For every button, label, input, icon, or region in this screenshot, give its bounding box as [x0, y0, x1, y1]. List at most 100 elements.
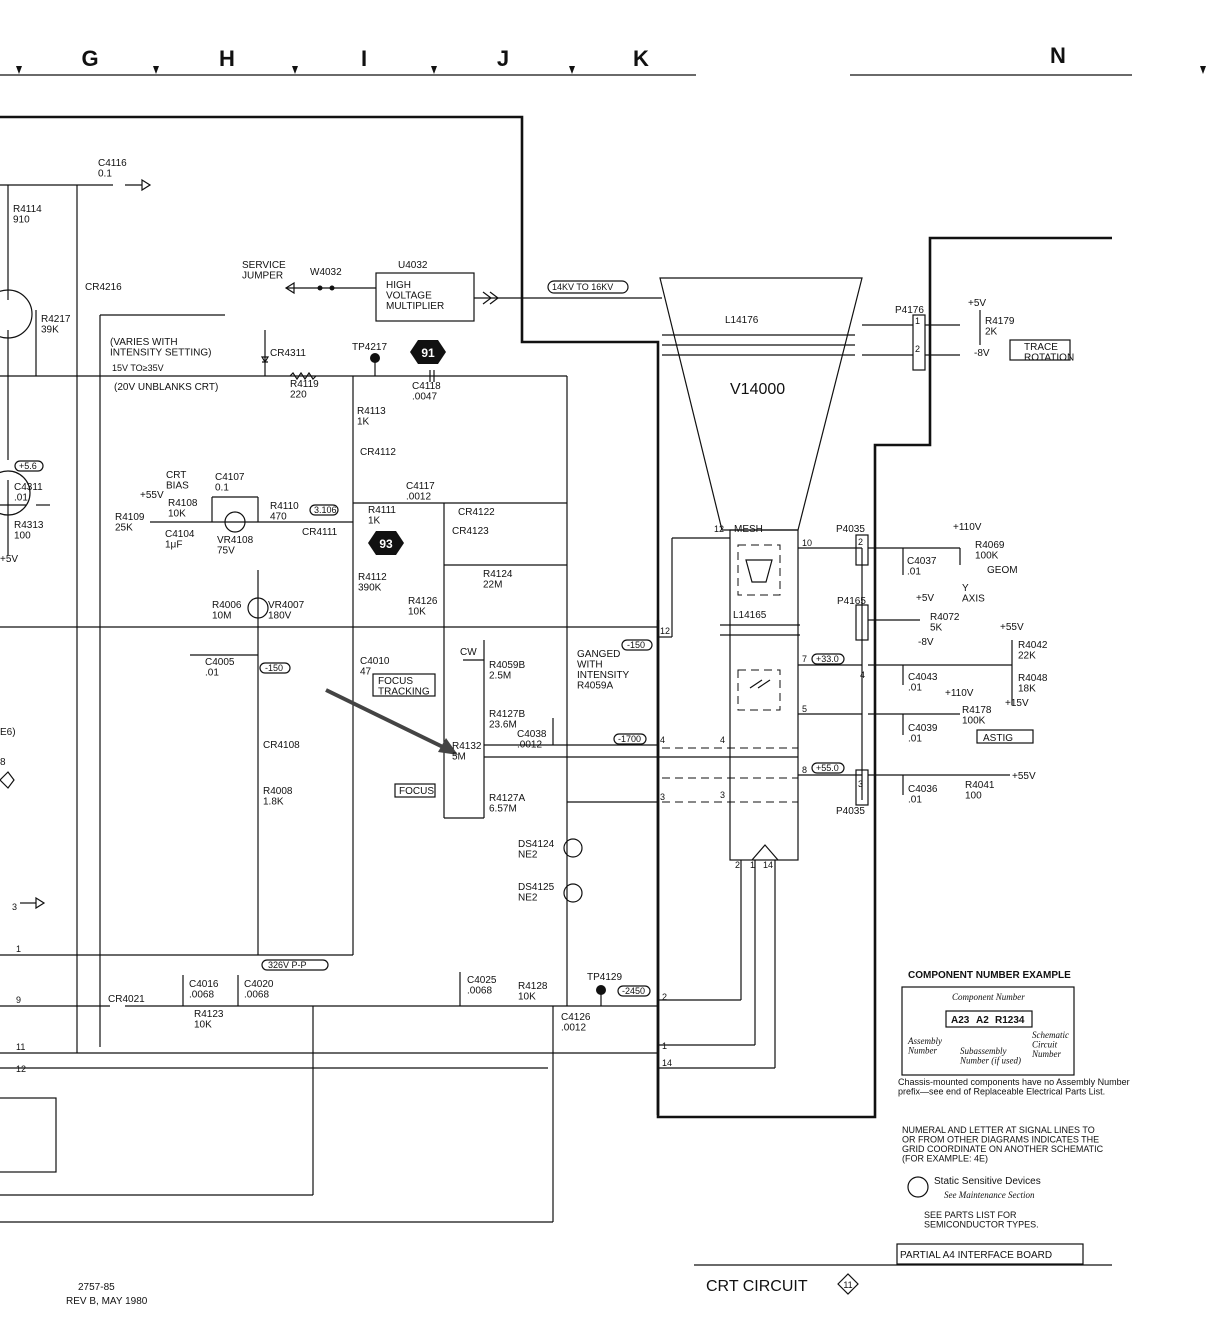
voltage-tag-7: +55.0	[816, 763, 839, 773]
voltage-tag-1: +5.6	[19, 461, 37, 471]
p4176-label: P4176	[895, 305, 924, 316]
plus55v-bias-label: +55V	[140, 490, 164, 501]
l14176-label: L14176	[725, 315, 759, 326]
cr4111-label: CR4111	[302, 527, 338, 538]
voltage-tag-8: -2450	[622, 986, 645, 996]
u4032-label: U4032	[398, 260, 428, 271]
voltage-tags: +5.6 3.106 -150 -150 -1700 +33.0 +55.0 -…	[14, 460, 845, 997]
c4020-label: C4020.0068	[244, 979, 274, 1001]
voltage-tag-9: 326V P-P	[268, 960, 307, 970]
conn-top-pin-1: 1	[915, 316, 920, 326]
board-label: PARTIAL A4 INTERFACE BOARD	[900, 1250, 1052, 1261]
plus110v-a-label: +110V	[953, 522, 982, 533]
pin-4-crt: 4	[720, 735, 725, 745]
cr4123-label: CR4123	[452, 526, 489, 537]
c4036-label: C4036.01	[908, 784, 938, 806]
minus8v-axis-label: -8V	[918, 637, 934, 648]
cr4108-label: CR4108	[263, 740, 300, 751]
legend-part-assembly: A23	[951, 1015, 970, 1026]
grid-letter-n: N	[1050, 43, 1066, 68]
w4032-label: W4032	[310, 267, 342, 278]
diagram-number: 11	[843, 1280, 852, 1290]
static-sensitive-icon	[907, 1176, 929, 1198]
c4126-label: C4126.0012	[561, 1012, 591, 1034]
cr4122-label: CR4122	[458, 507, 495, 518]
grid-letter-h: H	[219, 46, 235, 71]
focus-pointer-arrow	[325, 688, 458, 755]
intensity-chain	[150, 330, 798, 1006]
grid-tick-icon	[569, 66, 575, 74]
legend-chassis-note: Chassis-mounted components have no Assem…	[898, 1077, 1130, 1096]
tp4217-label: TP4217	[352, 342, 387, 353]
pin-10: 10	[802, 538, 812, 548]
cr4216-label: CR4216	[85, 282, 122, 293]
legend-subtitle: Component Number	[952, 992, 1025, 1002]
grid-tick-icon	[153, 66, 159, 74]
voltage-tag-4: -150	[627, 640, 645, 650]
pin-12-bus: 12	[660, 626, 670, 636]
p4035-top-label: P4035	[836, 524, 865, 535]
focus-label: FOCUS	[399, 786, 434, 797]
conn-top-pin-2: 2	[915, 344, 920, 354]
c4043-label: C4043.01	[908, 672, 938, 694]
p4165-label: P4165	[837, 596, 866, 607]
pin-1-crt: 1	[750, 860, 755, 870]
pin-2-bus: 2	[662, 992, 667, 1002]
grid-letter-k: K	[633, 46, 649, 71]
plus15v-label: +15V	[1005, 698, 1029, 709]
c4016-label: C4016.0068	[189, 979, 219, 1001]
left-partial-tag: 8	[0, 757, 6, 768]
pin-12-mesh: 12	[714, 524, 724, 534]
tp4129-label: TP4129	[587, 972, 622, 983]
plus5v-axis-label: +5V	[916, 593, 934, 604]
pin-14-crt: 14	[763, 860, 773, 870]
pin-4-bus: 4	[660, 735, 665, 745]
plus5v-rot-label: +5V	[968, 298, 986, 309]
conn-pin-3: 3	[858, 779, 863, 789]
voltage-tag-5: -1700	[618, 734, 641, 744]
left-pin-9: 9	[16, 995, 21, 1005]
pin-14-bus: 14	[662, 1058, 672, 1068]
c4117-label: C4117.0012	[406, 481, 435, 503]
left-pin-3: 3	[12, 902, 17, 912]
plus5v-left-label: +5V	[0, 554, 18, 565]
unblanks-note: (20V UNBLANKS CRT)	[114, 382, 218, 393]
cr4111-callout-marker	[368, 531, 404, 555]
left-pin-12: 12	[16, 1064, 26, 1074]
p4035-bot-label: P4035	[836, 806, 865, 817]
pin-7: 7	[802, 654, 807, 664]
legend-title: COMPONENT NUMBER EXAMPLE	[908, 970, 1071, 981]
grid-letter-g: G	[81, 46, 98, 71]
cr4112-label: CR4112	[360, 447, 396, 458]
left-wiring	[0, 178, 658, 1223]
grid-tick-icon	[292, 66, 298, 74]
pin-1-bus: 1	[662, 1041, 667, 1051]
